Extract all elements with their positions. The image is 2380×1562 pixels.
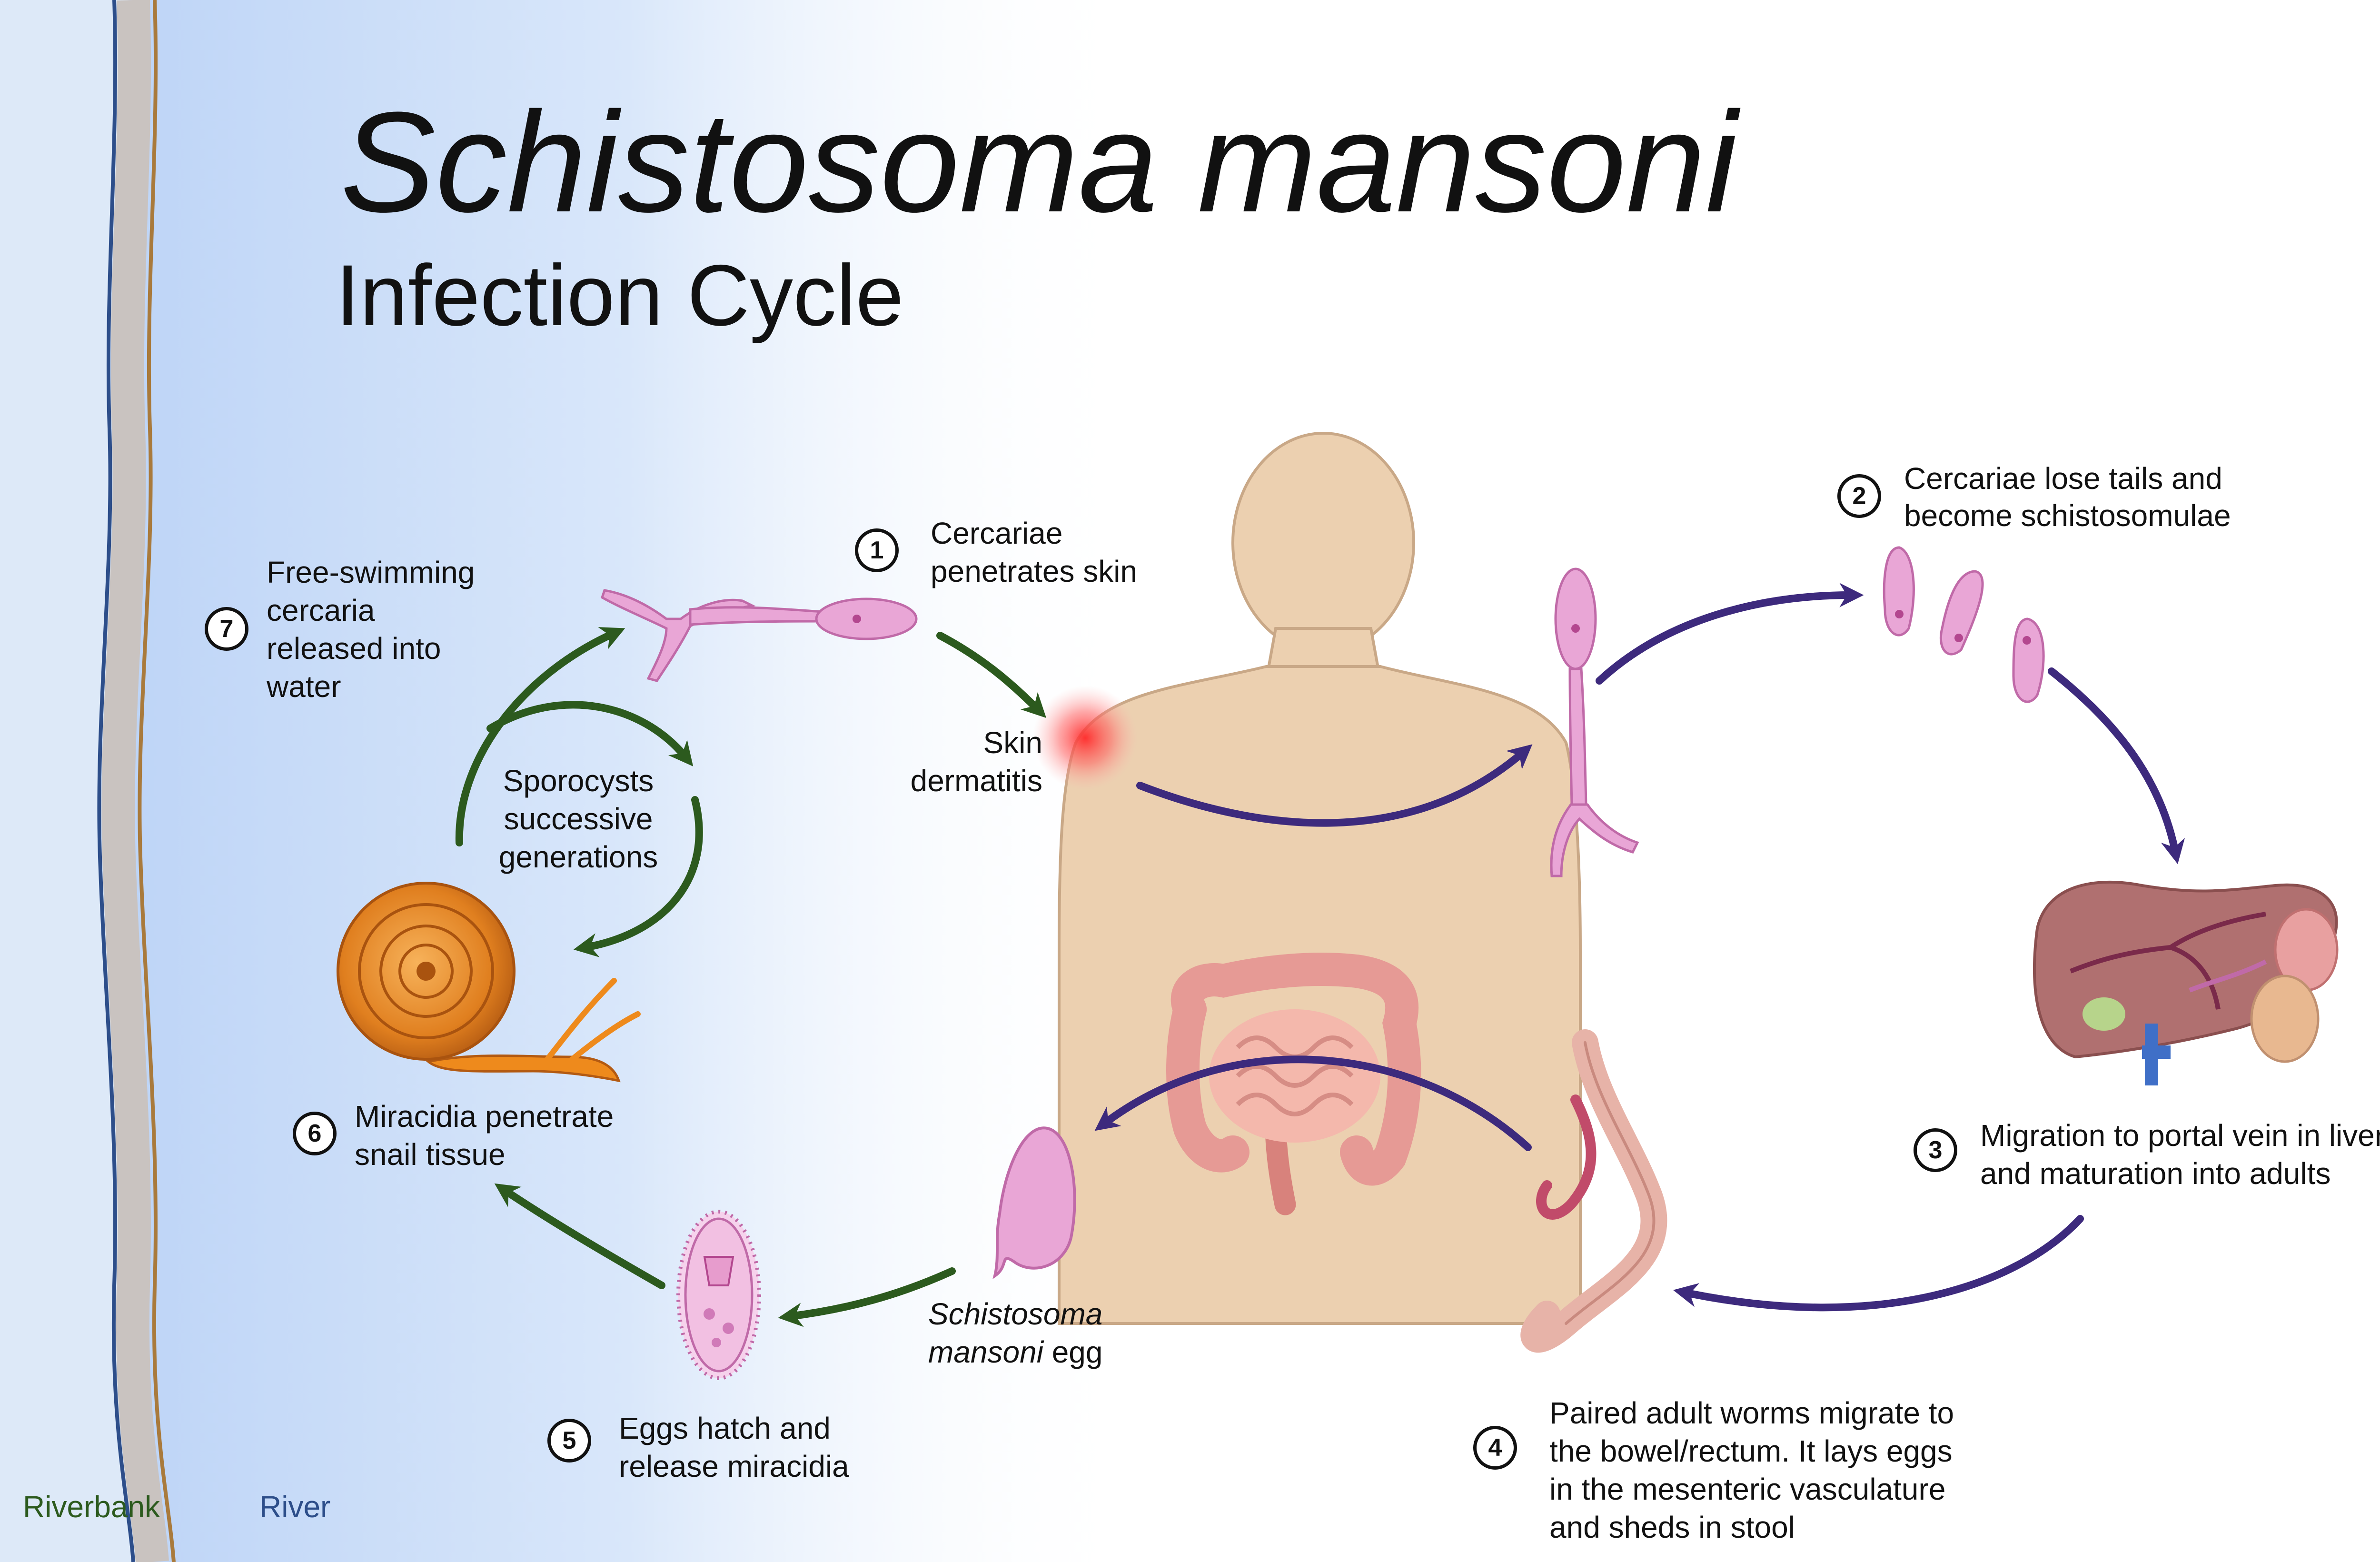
schistosomula-icon	[1883, 546, 2045, 703]
arrow-sporocyst-loop-top	[486, 701, 694, 766]
arrow-cercaria-to-skin	[936, 632, 1047, 718]
step-7-label-line-3: released into	[267, 631, 441, 666]
skin-rash-icon	[1033, 686, 1138, 790]
step-3-label-line-2: and maturation into adults	[1980, 1156, 2331, 1191]
page-title: Schistosoma mansoni	[340, 82, 1737, 242]
skin-dermatitis-label-line-1: Skin	[983, 726, 1043, 760]
step-4-label-line-1: Paired adult worms migrate to	[1549, 1396, 1954, 1430]
riverbank-edge	[101, 0, 169, 1562]
snail-icon	[337, 882, 641, 1083]
arrow-worms-to-egg	[1094, 1055, 1532, 1151]
step-4-label-line-2: the bowel/rectum. It lays eggs	[1549, 1434, 1953, 1468]
arrow-skin-to-schistosomulae	[1136, 744, 1533, 827]
step-4-label-line-3: in the mesenteric vasculature	[1549, 1472, 1946, 1506]
step-3-label-line-1: Migration to portal vein in liver	[1980, 1118, 2380, 1153]
egg-label-species: Schistosoma	[928, 1297, 1103, 1331]
step-7-label-line-1: Free-swimming	[267, 555, 475, 589]
skin-dermatitis-label-line-2: dermatitis	[910, 764, 1042, 798]
sporocysts-label-line-2: successive	[504, 802, 653, 836]
miracidium-icon	[676, 1210, 761, 1380]
arrow-liver-to-worms	[1673, 1215, 2084, 1312]
egg-label-line-1: Schistosoma	[928, 1295, 1102, 1333]
step-1-badge: 1	[855, 528, 899, 572]
step-5-label-line-2: release miracidia	[619, 1449, 849, 1483]
egg-label-suffix: egg	[1043, 1335, 1103, 1369]
step-6-badge: 6	[293, 1112, 337, 1155]
river-water	[0, 0, 1142, 1562]
snail-cycle-arrows	[455, 627, 1047, 1327]
sporocysts-label-line-3: generations	[498, 840, 658, 874]
cercaria-vertical-icon	[1550, 567, 1639, 877]
arrow-sporocyst-loop-bottom	[573, 796, 703, 957]
arrow-miracidium-to-snail	[494, 1183, 665, 1289]
arrow-egg-to-miracidium	[778, 1267, 956, 1327]
step-2-label-line-2: become schistosomulae	[1904, 498, 2231, 533]
step-7-label-line-2: cercaria	[267, 593, 375, 627]
step-5-label-line-1: Eggs hatch and	[619, 1411, 831, 1445]
egg-icon	[992, 1126, 1076, 1279]
arrow-tail-loss	[1596, 583, 1864, 685]
step-5-badge: 5	[547, 1419, 591, 1463]
step-2-label-line-1: Cercariae lose tails and	[1904, 461, 2222, 496]
arrow-to-liver	[2048, 667, 2185, 865]
step-1-label-line-2: penetrates skin	[931, 554, 1138, 588]
step-4-label-line-4: and sheds in stool	[1549, 1510, 1795, 1544]
cercaria-icon	[600, 589, 918, 682]
riverbank-label: Riverbank	[23, 1490, 160, 1524]
step-7-label-line-4: water	[267, 669, 341, 704]
step-4-badge: 4	[1473, 1426, 1517, 1470]
liver-icon	[2033, 880, 2339, 1085]
step-6-label-line-1: Miracidia penetrate	[355, 1099, 614, 1134]
step-6-label-line-2: snail tissue	[355, 1137, 506, 1172]
adult-worm-pair-icon	[1520, 1029, 1667, 1353]
intestine-icon	[1166, 953, 1421, 1215]
page-subtitle: Infection Cycle	[336, 247, 904, 344]
human-cycle-arrows	[1094, 583, 2185, 1312]
riverbank-line-blue	[97, 0, 135, 1562]
step-7-badge: 7	[205, 607, 248, 651]
river-label: River	[259, 1490, 331, 1524]
egg-label-species-2: mansoni	[928, 1335, 1043, 1369]
egg-label-line-2: mansoni egg	[928, 1333, 1102, 1371]
step-3-badge: 3	[1914, 1128, 1957, 1172]
riverbank-line-brown	[138, 0, 176, 1562]
sporocysts-label-line-1: Sporocysts	[503, 764, 654, 798]
step-1-label-line-1: Cercariae	[931, 516, 1063, 550]
step-2-badge: 2	[1837, 474, 1881, 518]
human-body-icon	[1058, 432, 1582, 1325]
riverbank-land	[0, 0, 148, 1562]
